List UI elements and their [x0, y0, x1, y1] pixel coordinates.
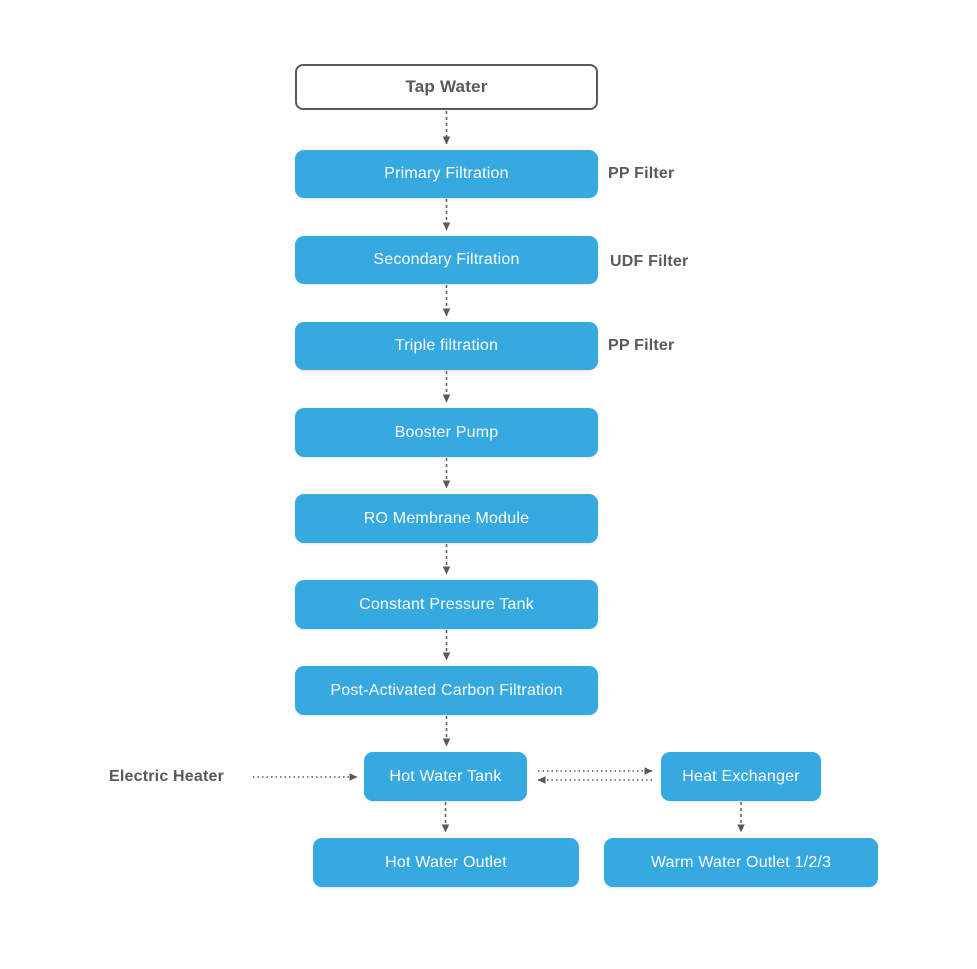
- label-electric-heater: Electric Heater: [109, 768, 225, 785]
- node-booster-pump: Booster Pump: [295, 408, 598, 457]
- node-triple-filtration: Triple filtration: [295, 322, 598, 370]
- node-heat-exchanger: Heat Exchanger: [661, 752, 821, 801]
- node-constant-pressure-tank: Constant Pressure Tank: [295, 580, 598, 629]
- node-warm-water-outlet: Warm Water Outlet 1/2/3: [604, 838, 878, 887]
- side-note-udf-filter: UDF Filter: [610, 253, 689, 270]
- side-note-pp-filter-1: PP Filter: [608, 165, 675, 182]
- node-ro-membrane-module: RO Membrane Module: [295, 494, 598, 543]
- node-tap-water: Tap Water: [295, 64, 598, 110]
- side-note-pp-filter-2: PP Filter: [608, 337, 675, 354]
- node-hot-water-tank: Hot Water Tank: [364, 752, 527, 801]
- node-post-activated-carbon-filtration: Post-Activated Carbon Filtration: [295, 666, 598, 715]
- node-primary-filtration: Primary Filtration: [295, 150, 598, 198]
- node-hot-water-outlet: Hot Water Outlet: [313, 838, 579, 887]
- node-secondary-filtration: Secondary Filtration: [295, 236, 598, 284]
